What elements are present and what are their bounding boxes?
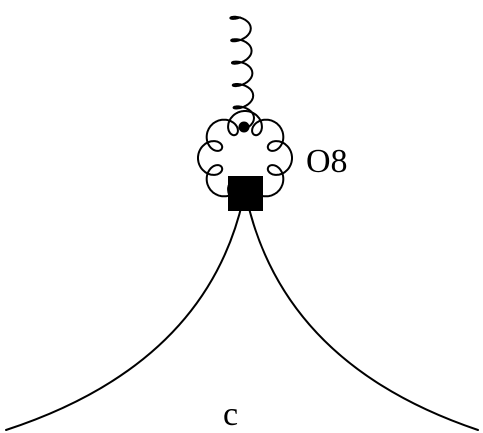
operator-label: O8 [306, 143, 348, 180]
black-dot-icon [238, 121, 250, 133]
quark-line-left [5, 199, 244, 431]
quark-label: c [223, 396, 238, 433]
quark-line-right [246, 199, 479, 431]
external-gluon-line [229, 15, 255, 131]
black-square-vertex-icon [228, 176, 263, 211]
